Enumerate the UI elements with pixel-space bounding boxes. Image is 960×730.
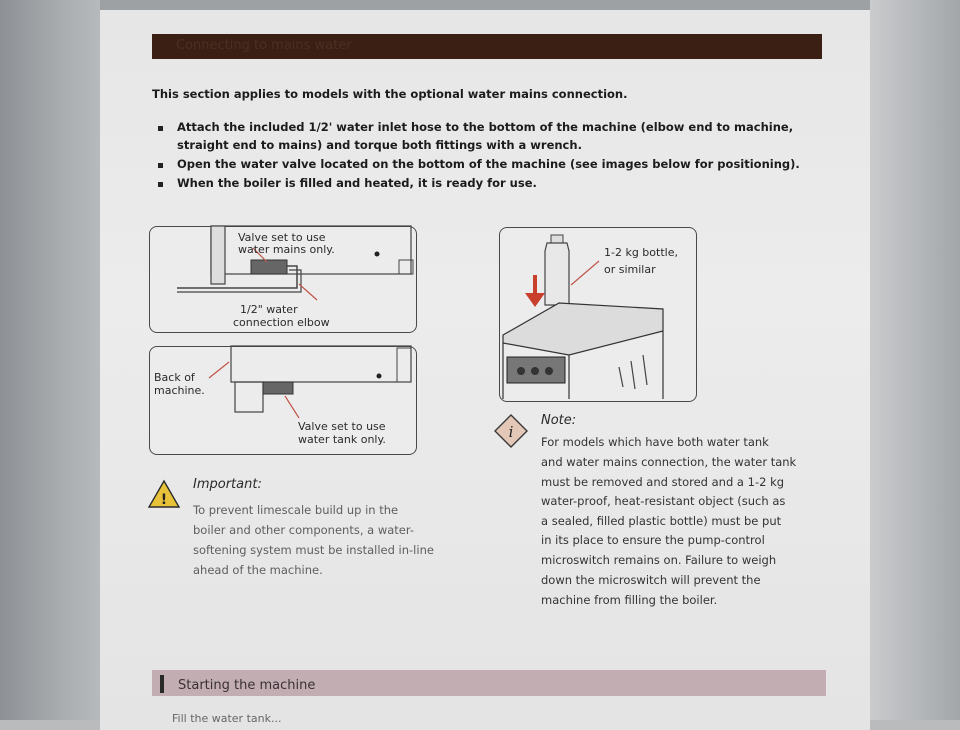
important-heading: Important: (193, 477, 262, 492)
monitor-bezel-top (0, 0, 960, 12)
diagram-bottle-drawing (502, 234, 664, 399)
intro-text: This section applies to models with the … (152, 87, 628, 101)
label-elbow-2: connection elbow (233, 316, 330, 329)
bullet-3: When the boiler is filled and heated, it… (177, 176, 537, 190)
label-bottle-2: or similar (604, 263, 656, 276)
note-line-6: in its place to ensure the pump-control (541, 533, 765, 547)
info-icon: i (494, 414, 528, 448)
diagram-mains-valve-drawing (177, 225, 414, 301)
label-valve-mains-1: Valve set to use (238, 231, 326, 244)
note-line-7: microswitch remains on. Failure to weigh (541, 553, 777, 567)
section-header-bar (152, 34, 822, 59)
bullet-marker (158, 126, 163, 131)
bullet-1-line-1: Attach the included 1/2' water inlet hos… (177, 120, 794, 134)
note-line-3: must be removed and stored and a 1-2 kg (541, 475, 785, 489)
diagram-mains-valve (149, 226, 417, 333)
next-section-first-line: Fill the water tank... (172, 712, 282, 725)
diagram-tank-valve-drawing (208, 345, 412, 419)
note-line-5: a sealed, filled plastic bottle) must be… (541, 514, 782, 528)
label-valve-tank-2: water tank only. (298, 433, 386, 446)
bullet-1-line-2: straight end to mains) and torque both f… (177, 138, 582, 152)
bullet-marker (158, 182, 163, 187)
monitor-edge-right (870, 0, 960, 720)
important-line-2: boiler and other components, a water- (193, 523, 415, 537)
bullet-marker (158, 163, 163, 168)
note-line-1: For models which have both water tank (541, 435, 769, 449)
next-section-marker (160, 675, 164, 693)
label-valve-mains-2: water mains only. (238, 243, 335, 256)
note-line-9: machine from filling the boiler. (541, 593, 718, 607)
section-title: Connecting to mains water (176, 38, 352, 53)
important-line-4: ahead of the machine. (193, 563, 323, 577)
label-back-2: machine. (154, 384, 205, 397)
important-line-3: softening system must be installed in-li… (193, 543, 434, 557)
label-elbow-1: 1/2" water (240, 303, 298, 316)
diagram-tank-valve (149, 346, 417, 455)
svg-text:i: i (509, 423, 514, 441)
next-section-title: Starting the machine (178, 678, 316, 693)
bullet-2: Open the water valve located on the bott… (177, 157, 800, 171)
note-line-8: down the microswitch will prevent the (541, 573, 761, 587)
label-bottle-1: 1-2 kg bottle, (604, 246, 678, 259)
label-valve-tank-1: Valve set to use (298, 420, 386, 433)
note-heading: Note: (541, 413, 577, 428)
warning-icon: ! (147, 479, 181, 508)
svg-text:!: ! (161, 492, 167, 508)
monitor-edge-left (0, 0, 100, 720)
next-section-header-bar (152, 670, 826, 696)
note-line-2: and water mains connection, the water ta… (541, 455, 797, 469)
label-back-1: Back of (154, 371, 195, 384)
note-line-4: water-proof, heat-resistant object (such… (541, 494, 786, 508)
important-line-1: To prevent limescale build up in the (193, 503, 399, 517)
